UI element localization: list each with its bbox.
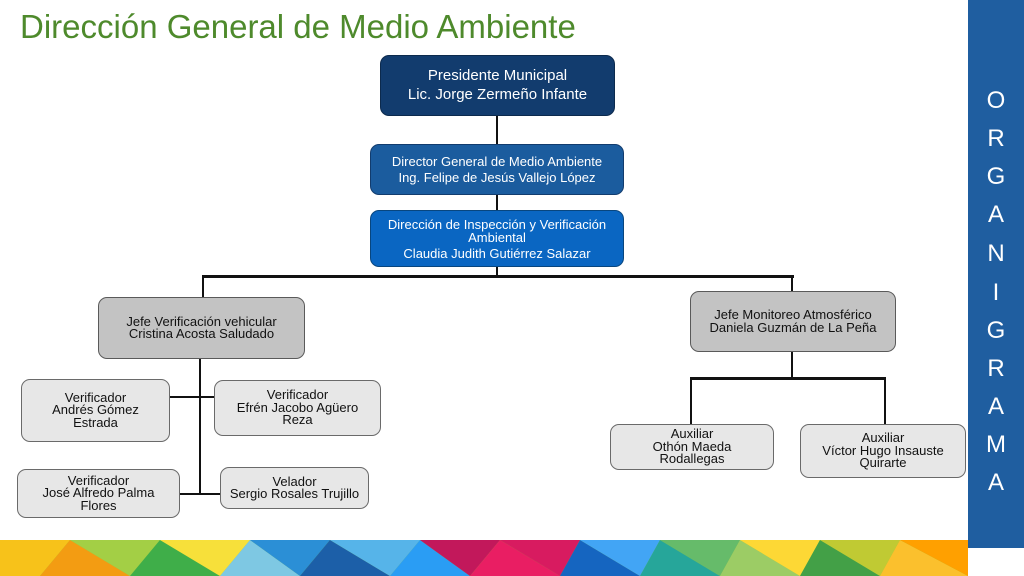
node-velador-sergio: Velador Sergio Rosales Trujillo [220, 467, 369, 509]
node-role: Presidente Municipal [427, 66, 568, 84]
connector-line [202, 275, 794, 278]
connector-line [496, 266, 498, 276]
node-direccion-inspeccion: Dirección de Inspección y Verificación A… [370, 210, 624, 267]
side-letter: M [986, 431, 1006, 458]
connector-line [690, 378, 692, 425]
side-letter: A [987, 393, 1004, 420]
node-person: Cristina Acosta Saludado [128, 326, 275, 341]
connector-line [791, 276, 793, 292]
decorative-bottom-band [0, 540, 968, 576]
node-person: Claudia Judith Gutiérrez Salazar [403, 245, 591, 261]
connector-line [202, 276, 204, 298]
node-person-continued: Rodallegas [659, 451, 725, 467]
node-person: Othón Maeda [652, 438, 732, 454]
node-verificador-jose: Verificador José Alfredo Palma Flores [17, 469, 180, 518]
connector-line [690, 377, 886, 380]
node-person: Efrén Jacobo Agüero [236, 399, 359, 415]
connector-line [791, 352, 793, 378]
node-director-general: Director General de Medio Ambiente Ing. … [370, 144, 624, 195]
side-letter: R [987, 125, 1005, 152]
connector-line [496, 194, 498, 210]
side-letter: R [987, 355, 1005, 382]
decorative-triangles-graphic [0, 540, 968, 576]
node-role: Director General de Medio Ambiente [391, 153, 603, 169]
node-person: Andrés Gómez [52, 402, 139, 418]
node-verificador-andres: Verificador Andrés Gómez Estrada [21, 379, 170, 442]
node-role: Verificador [67, 472, 130, 488]
organigrama-side-banner: O R G A N I G R A M A [968, 0, 1024, 548]
node-person: Víctor Hugo Insauste [822, 442, 944, 458]
node-auxiliar-othon: Auxiliar Othón Maeda Rodallegas [610, 424, 774, 470]
side-letter: N [987, 240, 1005, 267]
node-role: Velador [272, 473, 317, 489]
node-person: José Alfredo Palma [42, 485, 155, 501]
page-title: Dirección General de Medio Ambiente [20, 8, 576, 45]
node-role-continued: Ambiental [468, 229, 526, 245]
node-person: Ing. Felipe de Jesús Vallejo López [398, 169, 596, 185]
node-person: Lic. Jorge Zermeño Infante [407, 85, 588, 103]
node-presidente-municipal: Presidente Municipal Lic. Jorge Zermeño … [380, 55, 615, 116]
connector-line [199, 359, 201, 495]
node-role: Verificador [266, 387, 329, 403]
side-letter: G [986, 163, 1006, 190]
node-role: Dirección de Inspección y Verificación [387, 216, 607, 232]
node-person-continued: Estrada [73, 414, 118, 430]
side-letter: I [992, 279, 1000, 306]
node-person: Daniela Guzmán de La Peña [709, 319, 877, 335]
node-person: Sergio Rosales Trujillo [229, 486, 360, 501]
node-role: Verificador [64, 389, 127, 405]
node-person-continued: Quirarte [859, 455, 907, 471]
connector-line [180, 493, 220, 495]
connector-line [170, 396, 214, 398]
connector-line [496, 116, 498, 144]
node-person-continued: Reza [282, 412, 313, 428]
node-role: Auxiliar [670, 426, 714, 442]
side-letter: A [987, 201, 1004, 228]
node-jefe-verificacion-vehicular: Jefe Verificación vehicular Cristina Aco… [98, 297, 305, 359]
node-role: Jefe Verificación vehicular [126, 313, 277, 329]
side-letter: A [987, 469, 1004, 496]
node-verificador-efren: Verificador Efrén Jacobo Agüero Reza [214, 380, 381, 436]
side-letter: O [986, 87, 1006, 114]
node-jefe-monitoreo-atmosferico: Jefe Monitoreo Atmosférico Daniela Guzmá… [690, 291, 896, 352]
node-role: Auxiliar [861, 430, 905, 446]
connector-line [884, 378, 886, 425]
node-person-continued: Flores [80, 497, 117, 513]
node-auxiliar-victor: Auxiliar Víctor Hugo Insauste Quirarte [800, 424, 966, 478]
side-letter: G [986, 317, 1006, 344]
node-role: Jefe Monitoreo Atmosférico [714, 307, 872, 323]
